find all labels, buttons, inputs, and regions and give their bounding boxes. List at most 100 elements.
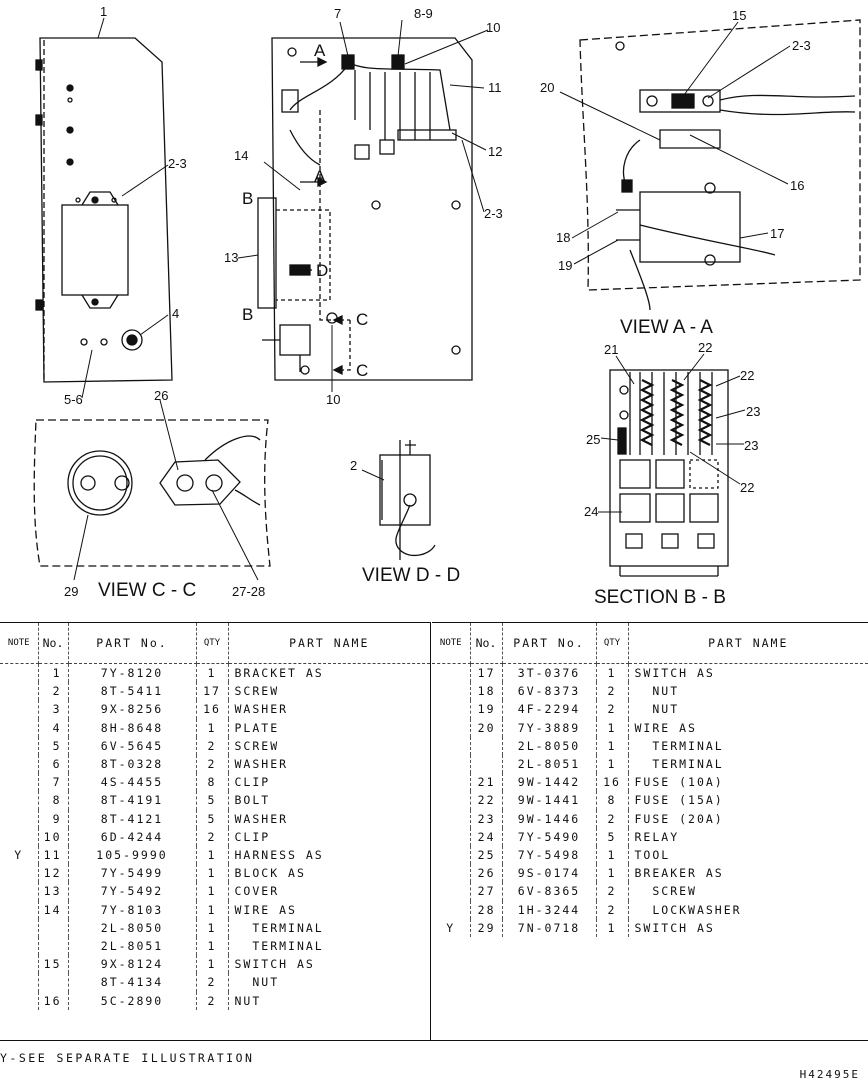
row-number: 24 [470,827,503,847]
row-number: 27 [470,882,503,901]
row-quantity: 2 [596,900,629,919]
callout-23-upper: 23 [746,404,760,419]
row-number: 23 [470,809,503,828]
section-arrow-a1: A [314,41,326,60]
row-quantity: 8 [196,773,229,792]
row-number [38,937,69,956]
bracket-panel [35,37,173,383]
row-note [0,755,39,774]
row-quantity: 5 [196,809,229,828]
row-part-number: 8T-4191 [68,791,197,810]
exploded-illustration: A A B B C C D [33,4,861,608]
row-part-name: WASHER [234,702,289,717]
row-note [0,736,39,756]
row-number [38,973,69,992]
row-note [0,773,39,792]
header-part-name: PART NAME [628,622,868,664]
row-note [0,955,39,974]
row-quantity: 1 [196,955,229,974]
callout-5-6: 5-6 [64,392,83,407]
row-note [0,827,39,847]
callout-26: 26 [154,388,168,403]
row-note [432,791,471,810]
row-part-name: COVER [234,884,280,899]
row-quantity: 1 [196,937,229,956]
row-note [432,882,471,901]
row-note [432,846,471,865]
row-part-number: 6V-8365 [502,882,597,901]
row-part-number: 9X-8124 [68,955,197,974]
callout-22-top: 22 [698,340,712,355]
row-part-name: WASHER [234,757,289,772]
row-quantity: 2 [196,991,229,1010]
view-d-d-drawing [379,440,436,560]
row-note [0,864,39,883]
row-part-number: 8T-4121 [68,809,197,828]
row-part-name: SCREW [234,738,280,753]
row-quantity: 1 [196,882,229,901]
table-header: NOTE No. PART No. QTY PART NAME [432,622,868,664]
row-note [0,700,39,719]
row-quantity: 1 [596,864,629,883]
row-part-name: SWITCH AS [634,920,715,935]
row-note [432,864,471,883]
callout-2-3-main: 2-3 [484,206,503,221]
header-part-no: PART No. [502,622,597,664]
section-arrow-b1: B [242,189,253,208]
callout-29: 29 [64,584,78,599]
row-part-number: 105-9990 [68,846,197,865]
row-quantity: 2 [596,682,629,701]
callout-19: 19 [558,258,572,273]
row-part-number: 6V-8373 [502,682,597,701]
row-number: 18 [470,682,503,701]
row-number: 4 [38,718,69,737]
callout-8-9: 8-9 [414,6,433,21]
row-part-name: BRACKET AS [234,666,324,680]
header-no: No. [38,622,69,664]
callout-labels: 1 2-3 4 5-6 7 8-9 10 11 12 2-3 14 13 10 … [64,4,811,599]
row-part-number: 8T-5411 [68,682,197,701]
row-number: 15 [38,955,69,974]
view-c-c-drawing [33,419,271,567]
row-part-name: RELAY [634,829,680,844]
callout-15: 15 [732,8,746,23]
callout-1: 1 [100,4,107,19]
callout-21: 21 [604,342,618,357]
row-note [0,718,39,737]
row-quantity: 1 [596,918,629,938]
section-arrow-a2: A [314,167,326,186]
row-quantity: 2 [196,827,229,847]
row-part-name: CLIP [234,829,271,844]
row-part-number: 2L-8051 [68,937,197,956]
callout-24: 24 [584,504,598,519]
row-quantity: 1 [196,864,229,883]
main-panel [257,37,473,381]
row-part-name: BLOCK AS [234,866,306,881]
row-number [470,736,503,756]
row-part-name: BOLT [234,793,271,808]
callout-14: 14 [234,148,248,163]
callout-20: 20 [540,80,554,95]
view-a-a-label: VIEW A - A [620,317,713,338]
row-part-name: CLIP [234,775,271,790]
row-number [470,755,503,774]
callout-22-lower: 22 [740,480,754,495]
row-number: 8 [38,791,69,810]
